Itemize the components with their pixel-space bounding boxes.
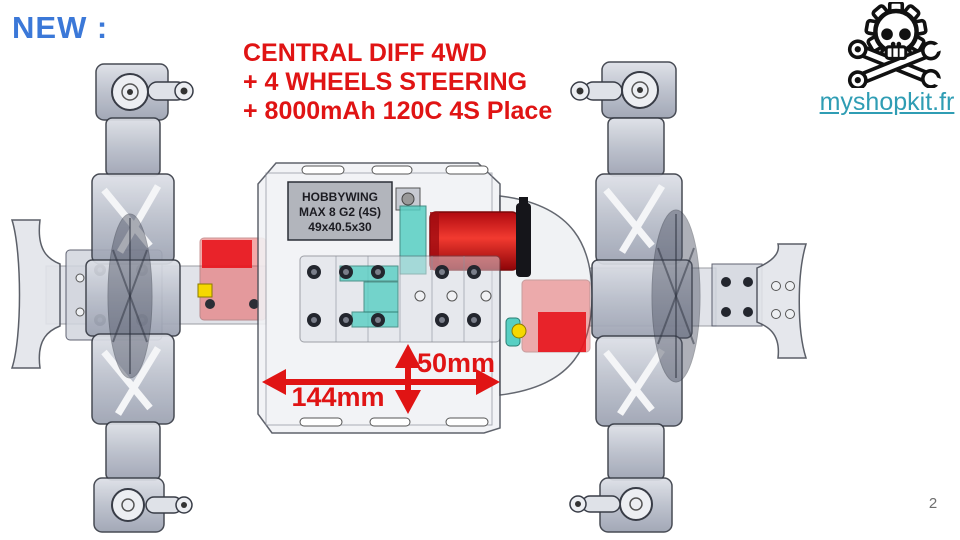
axle-trumpet-right <box>756 243 808 359</box>
motor-mount-screw <box>401 192 415 206</box>
wheel-tower-right <box>569 61 693 533</box>
axle-trumpet-left <box>10 219 61 369</box>
headline: CENTRAL DIFF 4WD + 4 WHEELS STEERING + 8… <box>243 39 552 126</box>
site-link[interactable]: myshopkit.fr <box>819 88 955 116</box>
esc-label-line-2: MAX 8 G2 (4S) <box>299 205 381 219</box>
dimension-width-label: 144mm <box>291 382 384 412</box>
motor-end-cap <box>516 203 531 277</box>
dimension-height-label: 50mm <box>417 348 495 378</box>
headline-line-3: + 8000mAh 120C 4S Place <box>243 97 553 125</box>
servo-horn-yellow <box>197 283 213 298</box>
steering-servo-right <box>505 279 591 353</box>
central-diff-rail <box>299 255 501 343</box>
esc-box: HOBBYWING MAX 8 G2 (4S) 49x40.5x30 <box>287 181 393 241</box>
headline-line-1: CENTRAL DIFF 4WD <box>243 39 487 67</box>
dimension-height: 50mm <box>395 344 495 414</box>
steering-servo-left <box>197 237 267 321</box>
esc-label-line-1: HOBBYWING <box>302 190 378 204</box>
skull-gear-crossed-wrenches-icon <box>840 0 952 90</box>
headline-line-2: + 4 WHEELS STEERING <box>243 68 528 96</box>
wheel-tower-left <box>85 63 194 533</box>
dimension-width: 144mm <box>262 369 500 412</box>
page-number: 2 <box>928 495 938 512</box>
gear-disc-left <box>107 213 153 379</box>
new-label: NEW : <box>12 10 109 45</box>
servo-saver-yellow <box>511 323 527 339</box>
gear-disc-right <box>651 209 701 383</box>
diff-hub-right <box>711 263 763 327</box>
esc-label-line-3: 49x40.5x30 <box>308 220 372 234</box>
